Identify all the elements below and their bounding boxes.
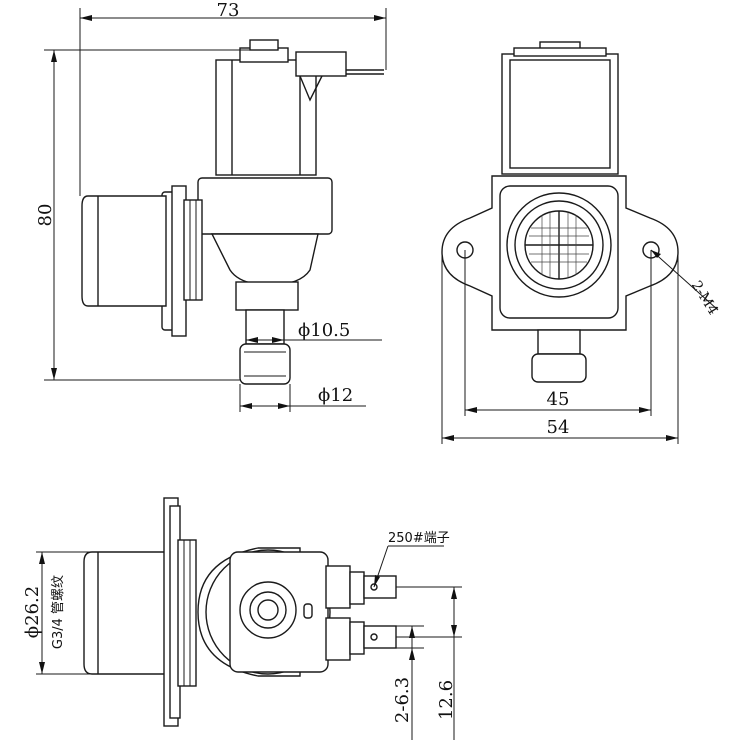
dim-width-total: 73 [79,0,387,196]
mounting-flange [441,175,679,331]
dim-height-total: 80 [35,49,250,381]
dim-73-label: 73 [217,0,240,21]
side-view: 2-M4 [441,41,721,383]
front-view [81,39,384,385]
top-view: 250#端子 [83,497,450,727]
dim-45-label: 45 [547,389,570,410]
top-inlet-cup [83,551,171,675]
inlet-port [506,192,612,298]
side-coil [501,53,619,175]
dim-flange-width: 54 [441,252,679,444]
dim-inlet-diameter: ϕ26.2 G3/4 管螺纹 [22,551,92,675]
dim-phi-26-2-label: ϕ26.2 [22,586,43,638]
dim-hole-spacing: 45 [464,250,652,416]
outlet-tube [245,309,285,345]
dim-g34-label: G3/4 管螺纹 [51,575,66,649]
valve-body [197,177,333,235]
dim-terminal-spacing: 12.6 [396,586,462,740]
plunger-cap [249,591,287,629]
dim-2m4-label: 2-M4 [688,278,721,318]
dim-phi-12-label: ϕ12 [318,385,353,406]
terminal-label: 250#端子 [388,531,450,546]
dim-2-6-3-label: 2-6.3 [392,677,413,723]
dim-80-label: 80 [35,204,56,227]
dim-terminal-width: 2-6.3 [380,625,424,740]
terminal-bottom [363,625,397,649]
dim-phi-10-5-label: ϕ10.5 [298,320,350,341]
dim-outlet-inner: ϕ10.5 [246,320,382,343]
inlet-cup [81,195,167,307]
dim-12-6-label: 12.6 [436,680,457,720]
dim-54-label: 54 [547,417,570,438]
dim-outlet-outer: ϕ12 [239,384,366,412]
terminal-top [363,575,397,599]
